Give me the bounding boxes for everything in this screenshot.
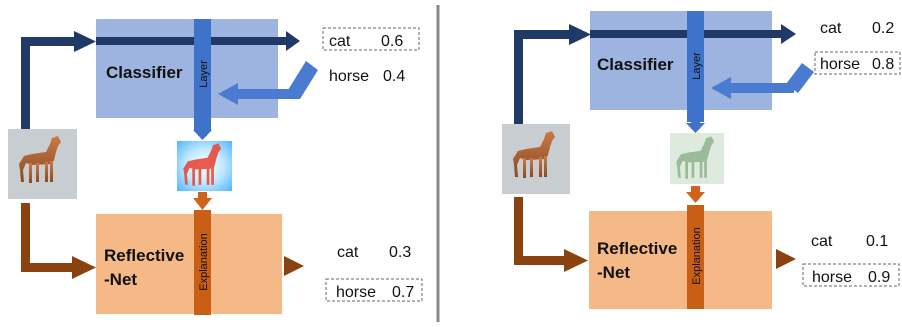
explanation-label: Explanation xyxy=(198,233,210,291)
classifier-score-value-0: 0.2 xyxy=(872,20,894,37)
layer-label: Layer xyxy=(198,60,210,88)
reflective-score-label-1: horse xyxy=(812,269,852,286)
heatmap-down-arrow xyxy=(686,186,705,203)
classifier-score-label-0: cat xyxy=(329,33,351,50)
reflective-output-arrow xyxy=(776,249,796,269)
reflective-title-line1: Reflective xyxy=(104,246,184,265)
classifier-score-label-1: horse xyxy=(329,68,369,85)
classifier-output-arrow xyxy=(590,24,796,44)
feedback-arrow xyxy=(711,63,814,99)
input-to-reflective-arrow xyxy=(514,197,588,272)
layer-bar xyxy=(687,11,704,122)
reflective-title-line2: -Net xyxy=(597,263,630,282)
explanation-heatmap-image xyxy=(177,141,232,191)
classifier-score-highlight xyxy=(814,51,901,75)
layer-bar xyxy=(194,19,211,130)
input-to-reflective-arrow xyxy=(21,203,96,279)
input-to-classifier-arrow xyxy=(514,24,591,126)
classifier-title: Classifier xyxy=(106,63,183,82)
reflective-title-line2: -Net xyxy=(104,270,137,289)
classifier-box xyxy=(590,11,772,110)
reflective-score-value-0: 0.1 xyxy=(866,233,888,250)
panel-left: Classifier Layer cat 0.6 horse xyxy=(8,19,423,315)
reflective-score-label-0: cat xyxy=(811,233,833,250)
feedback-arrow xyxy=(218,61,318,105)
explanation-label: Explanation xyxy=(691,227,703,285)
heatmap-down-arrow xyxy=(193,192,212,210)
explanation-greenish-image xyxy=(670,133,724,184)
reflective-title-line1: Reflective xyxy=(597,239,677,258)
reflective-score-value-1: 0.9 xyxy=(868,269,890,286)
classifier-score-value-0: 0.6 xyxy=(381,33,403,50)
layer-down-arrow xyxy=(686,121,705,133)
input-to-classifier-arrow xyxy=(21,31,96,132)
classifier-output-arrow xyxy=(96,31,300,51)
classifier-score-value-1: 0.8 xyxy=(872,56,894,73)
reflective-net-box xyxy=(589,211,772,309)
input-image xyxy=(502,124,570,194)
explanation-bar xyxy=(194,210,211,315)
reflective-score-label-1: horse xyxy=(336,284,376,301)
reflective-score-value-1: 0.7 xyxy=(392,284,414,301)
reflective-output-arrow xyxy=(284,256,304,276)
classifier-score-label-1: horse xyxy=(820,56,860,73)
reflective-score-label-0: cat xyxy=(337,244,359,261)
reflective-score-highlight xyxy=(325,278,423,302)
explanation-bar xyxy=(687,205,704,309)
input-image xyxy=(8,129,77,199)
classifier-box xyxy=(96,19,278,118)
classifier-score-label-0: cat xyxy=(820,20,842,37)
panel-right: Classifier Layer cat 0.2 horse 0.8 xyxy=(502,11,901,309)
classifier-title: Classifier xyxy=(597,55,674,74)
reflective-score-highlight xyxy=(802,263,900,287)
layer-label: Layer xyxy=(691,52,703,80)
layer-down-arrow xyxy=(193,128,212,140)
classifier-score-highlight xyxy=(322,27,420,51)
reflective-score-value-0: 0.3 xyxy=(389,244,411,261)
reflective-net-box xyxy=(96,214,282,314)
classifier-score-value-1: 0.4 xyxy=(383,68,405,85)
